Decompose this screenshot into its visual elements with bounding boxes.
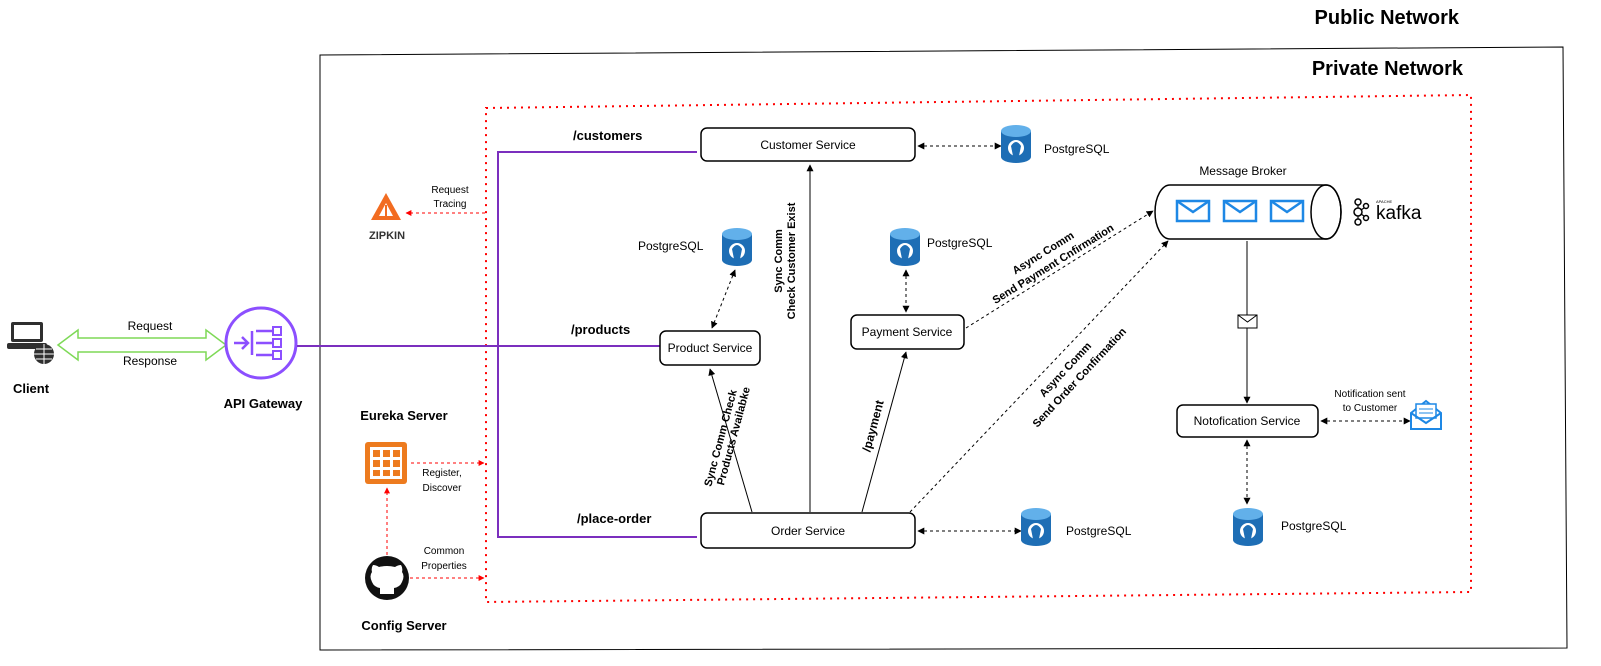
- register-discover-label-1: Register,: [422, 468, 461, 479]
- payment-service-label: Payment Service: [862, 325, 953, 339]
- zipkin-label: ZIPKIN: [369, 230, 405, 242]
- client-label: Client: [13, 381, 50, 396]
- product-service-label: Product Service: [668, 341, 753, 355]
- route-place-order: /place-order: [577, 511, 651, 526]
- postgresql-icon: [722, 228, 752, 266]
- private-network-label: Private Network: [1312, 58, 1464, 80]
- envelope-icon: [1269, 199, 1305, 223]
- order-service-node[interactable]: Order Service: [700, 512, 916, 549]
- kafka-label: kafka: [1376, 203, 1422, 224]
- envelope-icon: [1237, 314, 1258, 329]
- eureka-server-label: Eureka Server: [360, 408, 447, 423]
- envelope-icon: [1175, 199, 1211, 223]
- config-server-label: Config Server: [361, 618, 446, 633]
- common-properties-label-2: Properties: [421, 561, 467, 572]
- route-customers: /customers: [573, 128, 642, 143]
- order-to-product-arrow: [708, 368, 753, 513]
- async-payment-label-2: Send Payment Cnfirmation: [991, 222, 1117, 307]
- github-icon: [365, 556, 409, 600]
- response-label: Response: [123, 354, 177, 368]
- envelope-icon: [1222, 199, 1258, 223]
- notification-service-label: Notofication Service: [1194, 414, 1301, 428]
- client-computer-icon: [7, 322, 54, 364]
- postgresql-icon: [1001, 125, 1031, 163]
- common-properties-label-1: Common: [424, 546, 465, 557]
- eureka-server-icon: [365, 442, 407, 484]
- kafka-apache-label: APACHE: [1376, 199, 1392, 204]
- message-broker-label: Message Broker: [1199, 164, 1286, 178]
- api-gateway-label: API Gateway: [224, 396, 304, 411]
- product-service-node[interactable]: Product Service: [659, 330, 761, 366]
- notification-db-label: PostgreSQL: [1281, 519, 1347, 533]
- zipkin-logo-icon: [371, 193, 401, 220]
- async-order-label-2: Send Order Confirmation: [1031, 326, 1130, 430]
- order-service-label: Order Service: [771, 524, 845, 538]
- api-gateway-icon: [224, 306, 298, 380]
- postgresql-icon: [1233, 508, 1263, 546]
- postgresql-icon: [1021, 508, 1051, 546]
- route-products: /products: [571, 322, 630, 337]
- private-network-border: [319, 46, 1568, 651]
- order-to-broker-arrow: [909, 240, 1169, 513]
- sync-customer-label-2: Check Customer Exist: [786, 202, 798, 319]
- customer-service-label: Customer Service: [760, 138, 856, 152]
- order-to-payment-arrow: [861, 351, 908, 513]
- payment-to-broker-arrow: [965, 210, 1154, 329]
- register-discover-label-2: Discover: [423, 483, 463, 494]
- sync-customer-label-1: Sync Comm: [773, 229, 785, 293]
- gateway-routes: [297, 151, 697, 538]
- product-db-label: PostgreSQL: [638, 239, 704, 253]
- request-label: Request: [128, 319, 173, 333]
- payment-service-node[interactable]: Payment Service: [850, 314, 965, 350]
- request-tracing-label-1: Request: [431, 185, 468, 196]
- notification-service-node[interactable]: Notofication Service: [1176, 404, 1319, 438]
- payment-db-label: PostgreSQL: [927, 236, 993, 250]
- public-network-label: Public Network: [1315, 7, 1460, 29]
- postgresql-icon: [890, 228, 920, 266]
- route-payment: /payment: [860, 399, 887, 454]
- customer-service-node[interactable]: Customer Service: [700, 127, 916, 162]
- email-notification-icon: [1410, 399, 1442, 430]
- product-db-link: [711, 269, 736, 329]
- order-db-label: PostgreSQL: [1066, 524, 1132, 538]
- notify-label-1: Notification sent: [1334, 389, 1405, 400]
- request-tracing-label-2: Tracing: [434, 199, 467, 210]
- notify-label-2: to Customer: [1343, 403, 1398, 414]
- kafka-logo-icon: [1353, 198, 1370, 226]
- customer-db-label: PostgreSQL: [1044, 142, 1110, 156]
